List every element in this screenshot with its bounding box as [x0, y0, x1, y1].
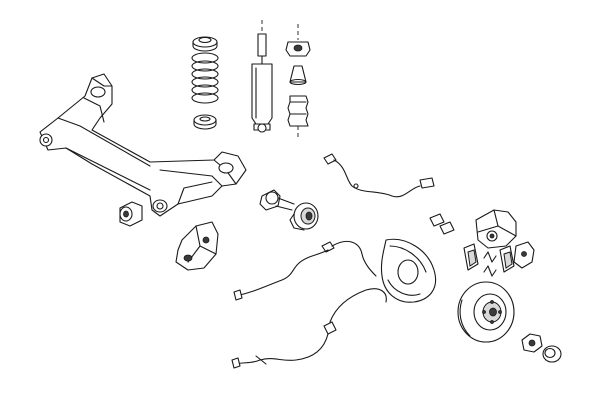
abs-sensor-cable [323, 153, 435, 198]
caliper-bracket [513, 241, 535, 269]
brake-caliper [429, 209, 517, 249]
brake-backing-plate [380, 238, 436, 303]
bump-stop [289, 65, 307, 86]
hub-cap [542, 345, 562, 363]
handbrake-cable-lower [231, 288, 387, 369]
spring-seat-bottom [193, 114, 217, 130]
strut-mount [285, 24, 311, 57]
pad-springs [483, 251, 497, 277]
spring-seat-top [192, 36, 218, 52]
stub-axle [259, 189, 295, 211]
hub-nut [521, 333, 543, 353]
brake-disc [457, 281, 515, 343]
shock-absorber [251, 20, 273, 133]
coil-spring [191, 52, 219, 104]
axle-bushing [119, 201, 143, 227]
dust-boot [287, 95, 309, 140]
handbrake-cable-upper [233, 240, 377, 301]
rear-axle-beam [39, 73, 247, 217]
axle-bracket [175, 221, 219, 271]
wheel-hub-bearing [289, 202, 319, 231]
brake-pads [463, 243, 515, 273]
